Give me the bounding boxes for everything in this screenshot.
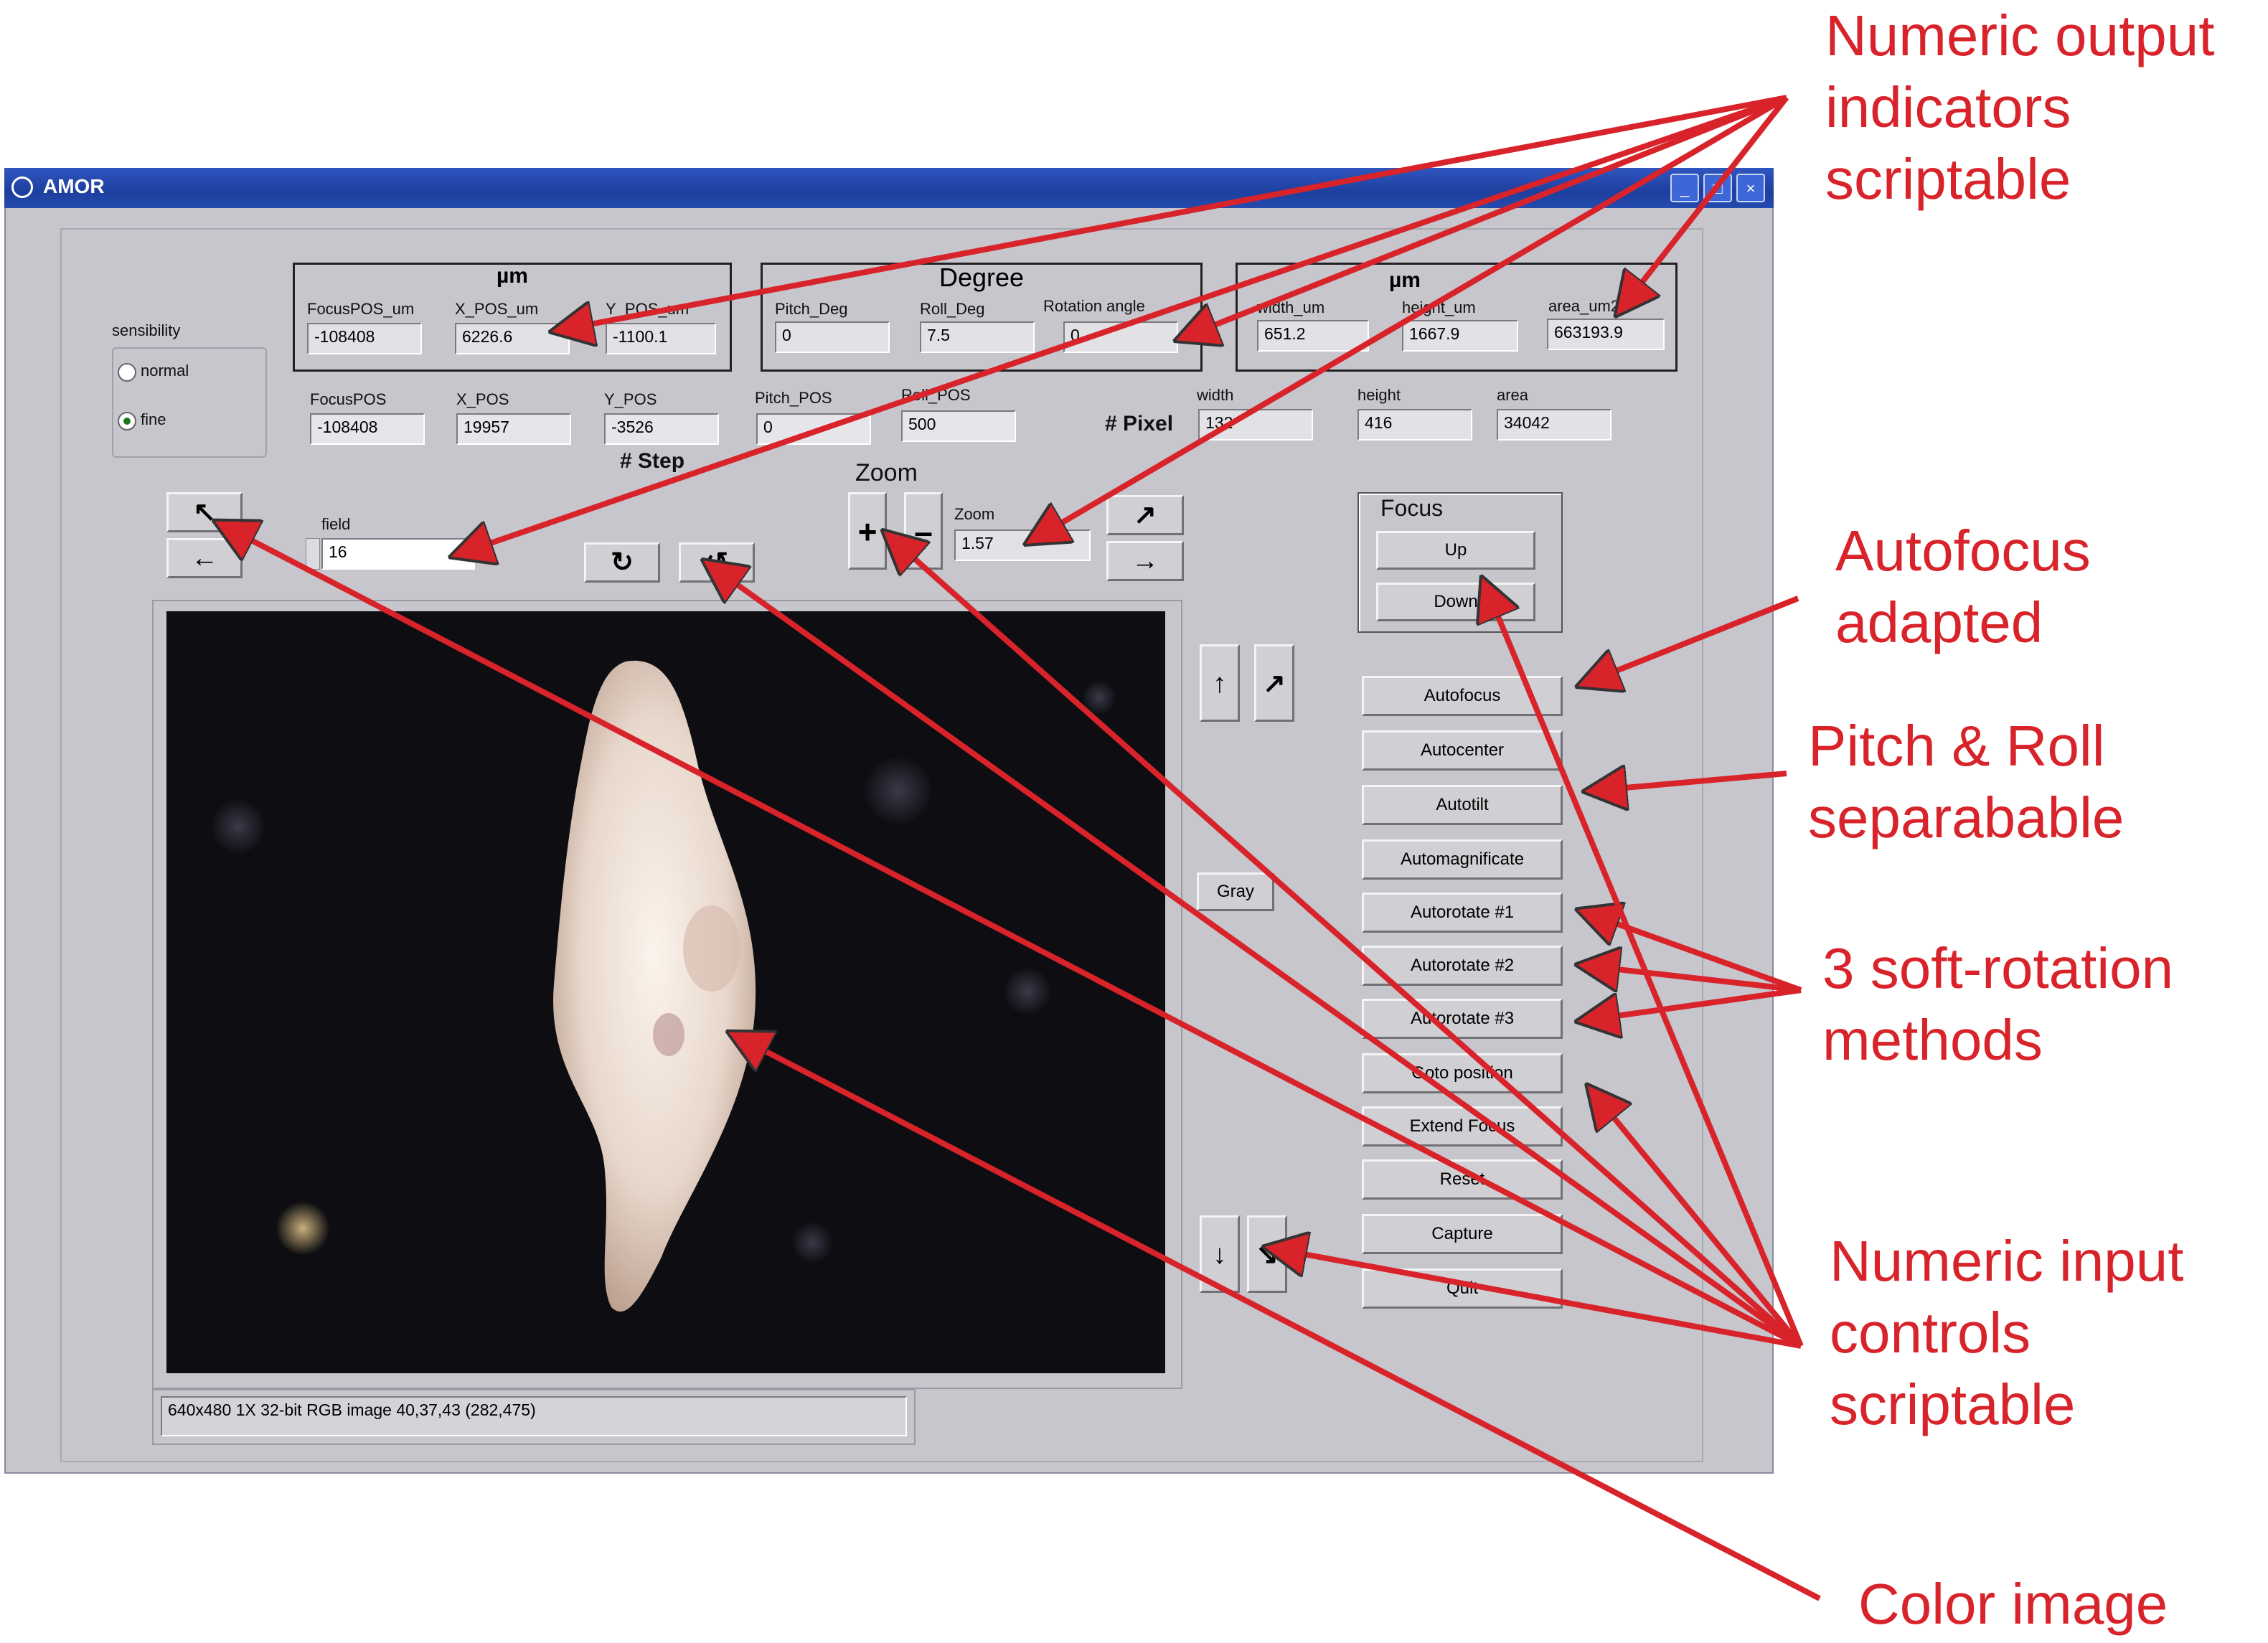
focus-group xyxy=(1357,492,1563,633)
zoom-title: Zoom xyxy=(855,459,918,486)
quit-button[interactable]: Quit xyxy=(1362,1268,1563,1309)
xpos-step-label: X_POS xyxy=(456,390,509,408)
focus-up-button[interactable]: Up xyxy=(1376,531,1535,570)
arrow-to-rotate-ccw xyxy=(710,565,1803,1349)
area-px-label: area xyxy=(1497,386,1529,404)
specimen-image xyxy=(166,611,1165,1373)
ypos-um-value: -1100.1 xyxy=(606,323,716,354)
arrow-to-zoom-in xyxy=(890,537,1803,1348)
arrow-to-autofocus xyxy=(1586,595,1799,683)
xpos-um-label: X_POS_um xyxy=(455,300,539,318)
app-icon xyxy=(11,176,33,198)
autorotate-3-button[interactable]: Autorotate #3 xyxy=(1362,999,1563,1039)
field-label: field xyxy=(321,515,351,533)
roll-deg-value: 7.5 xyxy=(920,321,1035,353)
pitch-deg-value: 0 xyxy=(775,321,890,353)
focuspos-step-label: FocusPOS xyxy=(310,390,387,408)
autotilt-button[interactable]: Autotilt xyxy=(1362,785,1563,825)
area-um2-value: 663193.9 xyxy=(1547,319,1665,350)
zoom-label: Zoom xyxy=(954,505,995,523)
main-panel xyxy=(60,228,1703,1462)
arrow-to-color-image xyxy=(736,1036,1821,1601)
width-um-value: 651.2 xyxy=(1257,320,1369,352)
ypos-step-label: Y_POS xyxy=(604,390,657,408)
autorotate-1-button[interactable]: Autorotate #1 xyxy=(1362,893,1563,933)
xpos-step-input[interactable]: 19957 xyxy=(456,413,571,445)
move-upleft-button[interactable]: ↖ xyxy=(166,492,243,532)
annotation-color-image: Color image xyxy=(1858,1572,2168,1636)
focus-title: Focus xyxy=(1380,495,1444,521)
sensibility-label: sensibility xyxy=(112,321,181,339)
roll-pos-input[interactable]: 500 xyxy=(901,410,1016,442)
arrow-to-zoom xyxy=(1033,95,1789,540)
arrow-to-focus-up xyxy=(1485,585,1804,1347)
position-um-group xyxy=(293,263,732,372)
height-px-value: 416 xyxy=(1357,409,1472,441)
arrow-to-xpos-um xyxy=(560,95,1787,330)
radio-normal[interactable] xyxy=(118,363,136,382)
move-up-button[interactable]: ↑ xyxy=(1200,644,1240,722)
capture-button[interactable]: Capture xyxy=(1362,1214,1563,1254)
radio-fine-label: fine xyxy=(141,410,166,428)
area-px-value: 34042 xyxy=(1497,409,1611,441)
window-title: AMOR xyxy=(43,175,105,197)
height-px-label: height xyxy=(1357,386,1401,404)
move-upright-button[interactable]: ↗ xyxy=(1106,495,1184,535)
position-um-title: µm xyxy=(497,264,528,288)
focuspos-um-value: -108408 xyxy=(307,323,422,354)
rotation-angle-label: Rotation angle xyxy=(1043,297,1145,315)
pitch-pos-label: Pitch_POS xyxy=(755,389,832,407)
arrow-to-autorotate-2 xyxy=(1586,966,1802,993)
extend-focus-button[interactable]: Extend Focus xyxy=(1362,1106,1563,1147)
step-caption: # Step xyxy=(620,449,685,473)
minimize-button[interactable]: _ xyxy=(1670,174,1699,202)
radio-normal-label: normal xyxy=(141,362,189,380)
move-upright2-button[interactable]: ↗ xyxy=(1254,644,1294,722)
reset-button[interactable]: Reset xyxy=(1362,1159,1563,1200)
size-um-title: µm xyxy=(1389,268,1421,292)
pixel-caption: # Pixel xyxy=(1105,412,1174,436)
arrow-to-upleft xyxy=(222,525,1802,1349)
arrow-to-autotilt xyxy=(1593,773,1787,791)
arrow-to-autorotate-1 xyxy=(1586,913,1802,993)
autocenter-button[interactable]: Autocenter xyxy=(1362,730,1563,771)
arrow-to-autorotate-3 xyxy=(1586,987,1802,1020)
radio-fine[interactable] xyxy=(118,412,136,430)
roll-deg-label: Roll_Deg xyxy=(920,300,985,318)
focuspos-step-input[interactable]: -108408 xyxy=(310,413,425,445)
ypos-step-input[interactable]: -3526 xyxy=(604,413,719,445)
gray-button[interactable]: Gray xyxy=(1197,872,1274,911)
arrow-to-field xyxy=(459,95,1788,554)
degree-title: Degree xyxy=(938,263,1025,292)
move-right-button[interactable]: → xyxy=(1106,541,1184,581)
automagnificate-button[interactable]: Automagnificate xyxy=(1362,839,1563,880)
arrow-to-downright xyxy=(1273,1248,1802,1349)
arrow-to-rotation-angle xyxy=(1184,95,1788,337)
pitch-deg-label: Pitch_Deg xyxy=(775,300,848,318)
width-px-label: width xyxy=(1197,386,1234,404)
status-bar: 640x480 1X 32-bit RGB image 40,37,43 (28… xyxy=(161,1396,907,1436)
close-button[interactable]: × xyxy=(1736,174,1765,202)
status-frame xyxy=(152,1389,916,1445)
focuspos-um-label: FocusPOS_um xyxy=(307,300,415,318)
color-image-view[interactable] xyxy=(166,611,1165,1373)
sensibility-group xyxy=(112,347,267,458)
arrow-to-goto-position xyxy=(1593,1092,1804,1348)
rotate-cw-button[interactable]: ↻ xyxy=(584,542,660,583)
arrow-to-area-um2 xyxy=(1622,95,1789,309)
autorotate-2-button[interactable]: Autorotate #2 xyxy=(1362,946,1563,986)
area-um2-label: area_um2 xyxy=(1548,297,1620,315)
height-um-value: 1667.9 xyxy=(1402,320,1518,352)
video-frame xyxy=(152,600,1182,1389)
